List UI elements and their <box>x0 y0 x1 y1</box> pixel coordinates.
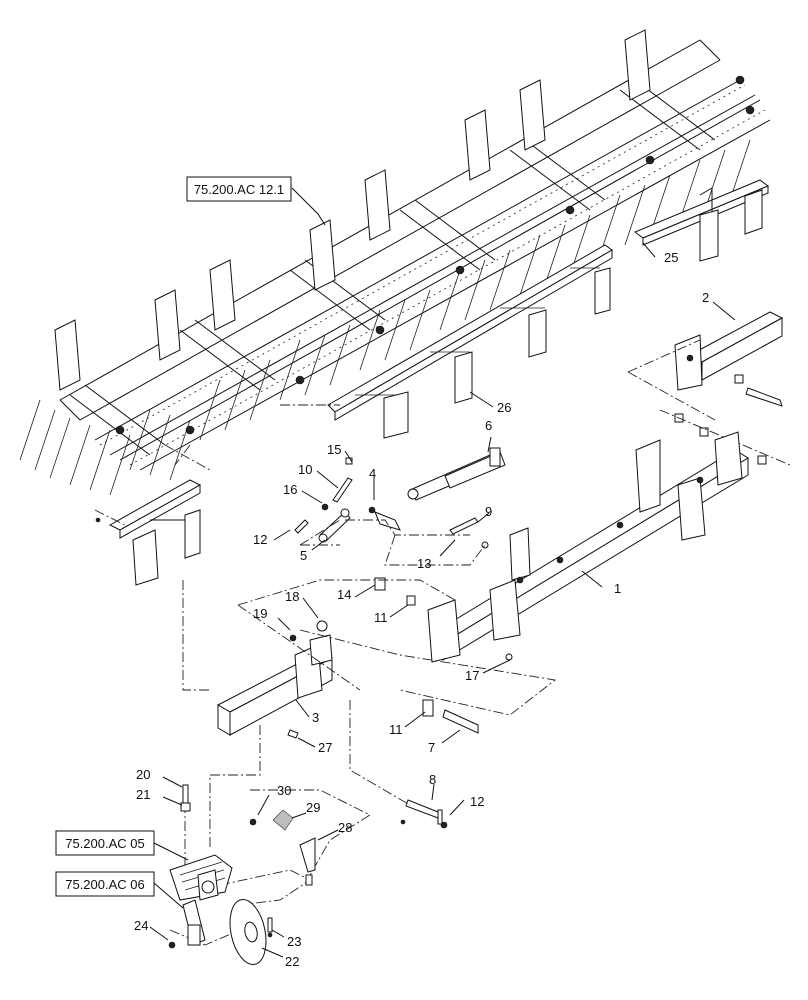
callout-13: 13 <box>417 556 431 571</box>
callout-numbers: 1 2 3 4 5 6 7 8 9 10 11 11 12 12 13 14 1… <box>134 250 709 969</box>
callout-25: 25 <box>664 250 678 265</box>
callout-26: 26 <box>497 400 511 415</box>
reference-box-05[interactable]: 75.200.AC 05 <box>55 830 155 856</box>
part-3-beam <box>216 634 334 736</box>
hardware-pins <box>287 457 513 829</box>
part-5-link <box>318 508 351 543</box>
callout-30: 30 <box>277 783 291 798</box>
callout-1: 1 <box>614 581 621 596</box>
callout-11a: 11 <box>374 610 388 625</box>
part-4-clevis <box>368 506 401 531</box>
callout-17: 17 <box>465 668 479 683</box>
callout-28: 28 <box>338 820 352 835</box>
reference-box-12-1[interactable]: 75.200.AC 12.1 <box>186 176 292 202</box>
callout-5: 5 <box>300 548 307 563</box>
callout-22: 22 <box>285 954 299 969</box>
callout-4: 4 <box>369 466 376 481</box>
callout-27: 27 <box>318 740 332 755</box>
callout-18: 18 <box>285 589 299 604</box>
callout-14: 14 <box>337 587 351 602</box>
beam-25 <box>633 179 770 262</box>
callout-29: 29 <box>306 800 320 815</box>
left-bracket <box>94 444 211 586</box>
reference-label: 75.200.AC 05 <box>65 836 145 851</box>
leader-lines <box>149 187 736 958</box>
callout-3: 3 <box>312 710 319 725</box>
callout-19: 19 <box>253 606 267 621</box>
callout-23: 23 <box>287 934 301 949</box>
part-2-bar <box>627 311 784 421</box>
lower-hardware <box>180 784 316 886</box>
callout-12a: 12 <box>253 532 267 547</box>
disc-22 <box>229 899 273 965</box>
callout-10: 10 <box>298 462 312 477</box>
scraper-mount <box>169 854 233 901</box>
main-frame-assembly <box>19 29 771 496</box>
assembly-lines <box>169 404 557 946</box>
bolt-2-hardware <box>659 374 791 466</box>
callout-16: 16 <box>283 482 297 497</box>
callout-6: 6 <box>485 418 492 433</box>
callout-15: 15 <box>327 442 341 457</box>
callout-7: 7 <box>428 740 435 755</box>
part-1-main-beam <box>427 431 749 663</box>
callout-24: 24 <box>134 918 148 933</box>
callout-9: 9 <box>485 504 492 519</box>
arm-assembly <box>168 899 206 949</box>
reference-label: 75.200.AC 06 <box>65 877 145 892</box>
callout-12b: 12 <box>470 794 484 809</box>
callout-21: 21 <box>136 787 150 802</box>
callout-8: 8 <box>429 772 436 787</box>
beam-26 <box>327 244 613 439</box>
callout-20: 20 <box>136 767 150 782</box>
part-6-cylinder <box>407 447 506 501</box>
reference-box-06[interactable]: 75.200.AC 06 <box>55 871 155 897</box>
reference-label: 75.200.AC 12.1 <box>194 182 284 197</box>
callout-2: 2 <box>702 290 709 305</box>
callout-11b: 11 <box>389 722 403 737</box>
